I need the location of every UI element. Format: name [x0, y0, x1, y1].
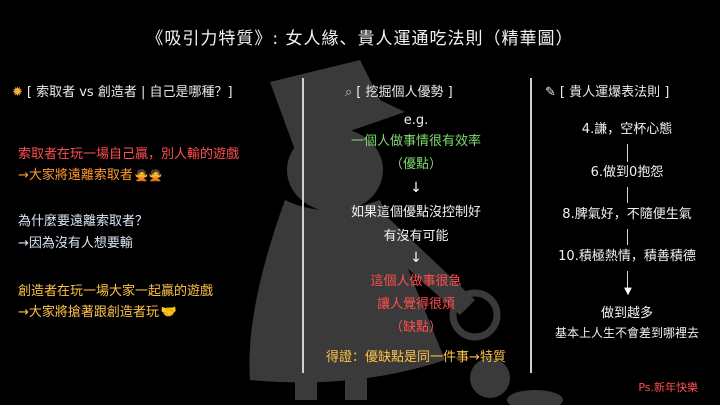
col1-p1-line2: →大家將遠離索取者🙅🙅	[18, 168, 163, 183]
light-bulb-icon: ✹	[12, 85, 23, 100]
col3-rule6: 6.做到0抱怨	[590, 165, 664, 180]
col2-strength: 一個人做事情很有效率	[350, 134, 481, 149]
footer-note: Ps.新年快樂	[638, 381, 698, 394]
connector-line	[627, 229, 628, 245]
col2-heading: ⌕[ 挖掘個人優勢 ]	[345, 85, 453, 100]
arrow-down-icon: ↓	[410, 250, 422, 266]
col1-heading: ✹[ 索取者 vs 創造者 | 自己是哪種？]	[12, 85, 233, 100]
memo-icon: ✎	[545, 85, 556, 100]
connector-line	[627, 271, 628, 293]
col3-result-line2: 基本上人生不會差到哪裡去	[554, 326, 699, 340]
connector-line	[627, 144, 628, 162]
page-title: 《吸引力特質》: 女人緣、貴人運通吃法則（精華圖）	[146, 29, 574, 49]
arrow-down-icon: ↓	[410, 180, 422, 196]
col1-p1-line1: 索取者在玩一場自己贏，別人輸的遊戲	[18, 147, 240, 162]
col2-weakness-line2: 讓人覺得很煩	[376, 297, 455, 312]
col3-result-line1: 做到越多	[600, 306, 653, 321]
col1-p3-line2: →大家將搶著跟創造者玩🤝	[18, 305, 178, 320]
col2-strength-tag: （優點）	[389, 157, 442, 172]
col2-question-line2: 有沒有可能	[383, 229, 449, 244]
column-divider-left	[302, 78, 304, 373]
col3-rule8: 8.脾氣好，不隨便生氣	[562, 207, 692, 222]
col3-rule4: 4.謙，空杯心態	[581, 122, 673, 137]
col1-p2-line1: 為什麼要遠離索取者？	[18, 214, 149, 229]
col2-conclusion: 得證：優缺點是同一件事→特質	[326, 350, 506, 365]
col3-rule10: 10.積極熱情，積善積德	[558, 249, 696, 264]
col1-p3-line1: 創造者在玩一場大家一起贏的遊戲	[18, 284, 214, 299]
people-gesture-icon: 🙅🙅	[134, 169, 163, 182]
col1-p2-line2: →因為沒有人想要輸	[18, 236, 133, 251]
arrow-down-icon: ▼	[624, 286, 632, 297]
col2-question-line1: 如果這個優點沒控制好	[350, 205, 481, 220]
col3-heading: ✎[ 貴人運爆表法則 ]	[545, 85, 670, 100]
col2-weakness-line1: 這個人做事很急	[370, 274, 462, 289]
column-divider-right	[530, 78, 532, 373]
magnifier-icon: ⌕	[345, 85, 353, 100]
col2-eg: e.g.	[403, 113, 429, 128]
col2-weakness-tag: （缺點）	[389, 320, 442, 335]
handshake-icon: 🤝	[160, 305, 178, 320]
connector-line	[627, 187, 628, 203]
